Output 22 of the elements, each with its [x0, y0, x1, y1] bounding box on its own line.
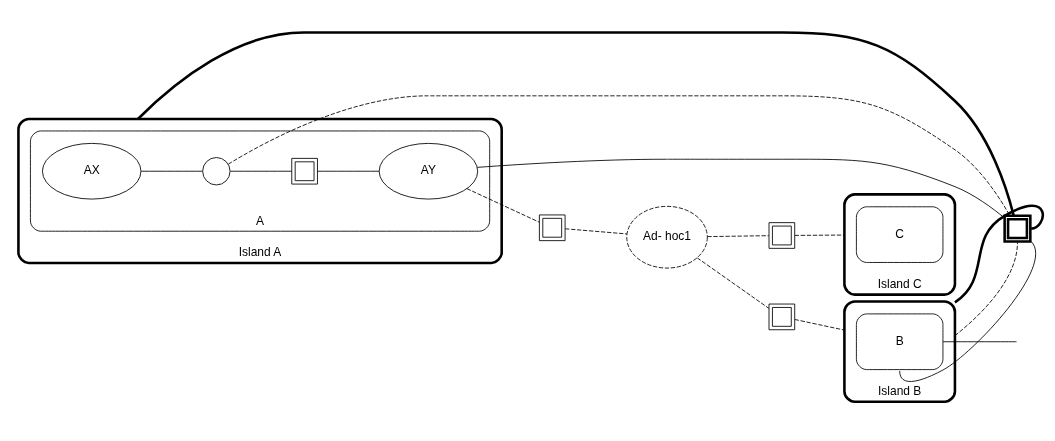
connector	[954, 204, 1044, 304]
connector	[227, 95, 1011, 217]
node-ellipse: Ad- hoc1	[626, 205, 708, 269]
connector	[942, 341, 1017, 343]
connector	[564, 228, 628, 235]
node-ellipse: AY	[378, 142, 479, 200]
connector	[476, 158, 1005, 219]
connector	[794, 319, 845, 331]
connector	[466, 188, 540, 223]
node-circle	[202, 157, 231, 186]
connector	[707, 235, 770, 238]
node-box	[768, 303, 796, 331]
node-box: B	[855, 313, 944, 370]
connector	[229, 170, 293, 172]
connector	[954, 241, 1018, 337]
connector	[137, 31, 1015, 216]
connector	[317, 170, 380, 172]
connector	[794, 234, 845, 236]
node-ellipse: AX	[42, 142, 142, 200]
connector	[140, 170, 203, 172]
node-box: C	[855, 206, 944, 263]
connector	[696, 257, 770, 309]
